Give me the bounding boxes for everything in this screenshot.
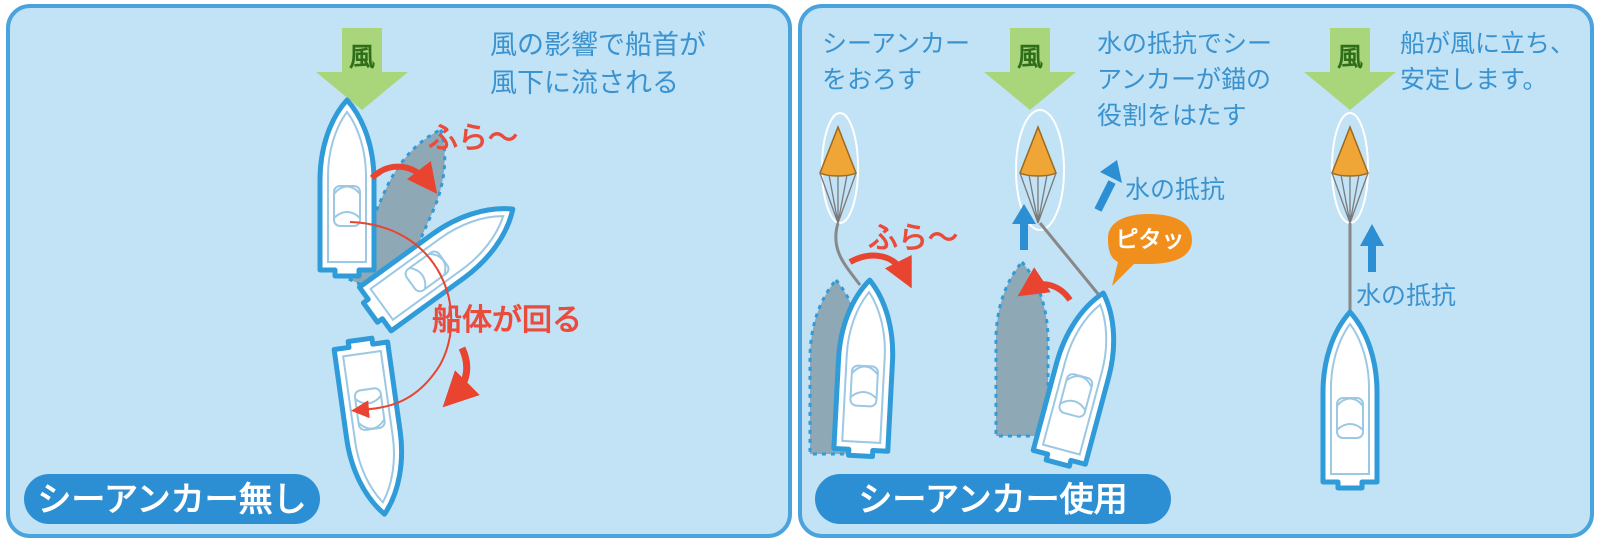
callout-bubble: ピタッ [1108,214,1192,286]
anchor-rope [834,222,862,286]
step2-line-3: 役割をはたす [1097,101,1247,130]
boat-initial-icon [320,100,374,276]
step3-line-1: 船が風に立ち、 [1400,29,1575,58]
mode-badge: シーアンカー無し [24,474,320,524]
callout-label: ピタッ [1116,227,1185,253]
step2-resistance-label: 水の抵抗 [1125,175,1225,204]
step-3: 風 船が風に立ち、 安定します。 水の抵抗 [1304,28,1575,488]
caption-line-2: 風下に流される [490,68,679,99]
step-1: シーアンカー をおろす ふら～ [808,29,970,457]
rotation-arrow-icon [442,346,480,408]
badge-label: シーアンカー使用 [858,480,1127,520]
step2-line-1: 水の抵抗でシー [1097,29,1272,58]
panel-without-sea-anchor: 風 風の影響で船首が 風下に流される ふら～ 船体が回る シ [6,4,792,538]
step3-resistance-label: 水の抵抗 [1356,281,1456,310]
sway-arrow-icon [848,252,912,289]
water-resistance-arrow-icon [1012,160,1122,250]
badge-label: シーアンカー無し [37,480,306,520]
step1-line-2: をおろす [822,65,922,94]
sway-label: ふら～ [428,121,518,156]
sway-arrow-icon [369,160,438,194]
water-resistance-arrow-icon [1360,224,1384,272]
wind-label: 風 [349,43,375,73]
step1-line-1: シーアンカー [822,29,970,58]
correction-arrow-icon [1017,267,1073,302]
rotation-path-icon [349,221,453,419]
step2-line-2: アンカーが錨の [1097,65,1271,94]
step-2: 風 水の抵抗でシー アンカーが錨の 役割をはたす 水の抵抗 [984,28,1272,470]
boat-step3-icon [1323,312,1377,488]
wind-label: 風 [1017,43,1043,73]
panel-with-sea-anchor: シーアンカー をおろす ふら～ 風 水の抵抗でシー アンカーが錨の [798,4,1594,538]
step1-sway-label: ふら～ [868,221,958,256]
rotate-label: 船体が回る [432,303,582,338]
wind-label: 風 [1337,43,1363,73]
step3-line-2: 安定します。 [1400,65,1548,94]
caption-line-1: 風の影響で船首が [490,30,706,61]
anchor-rope [1038,222,1105,301]
mode-badge: シーアンカー使用 [815,474,1171,524]
